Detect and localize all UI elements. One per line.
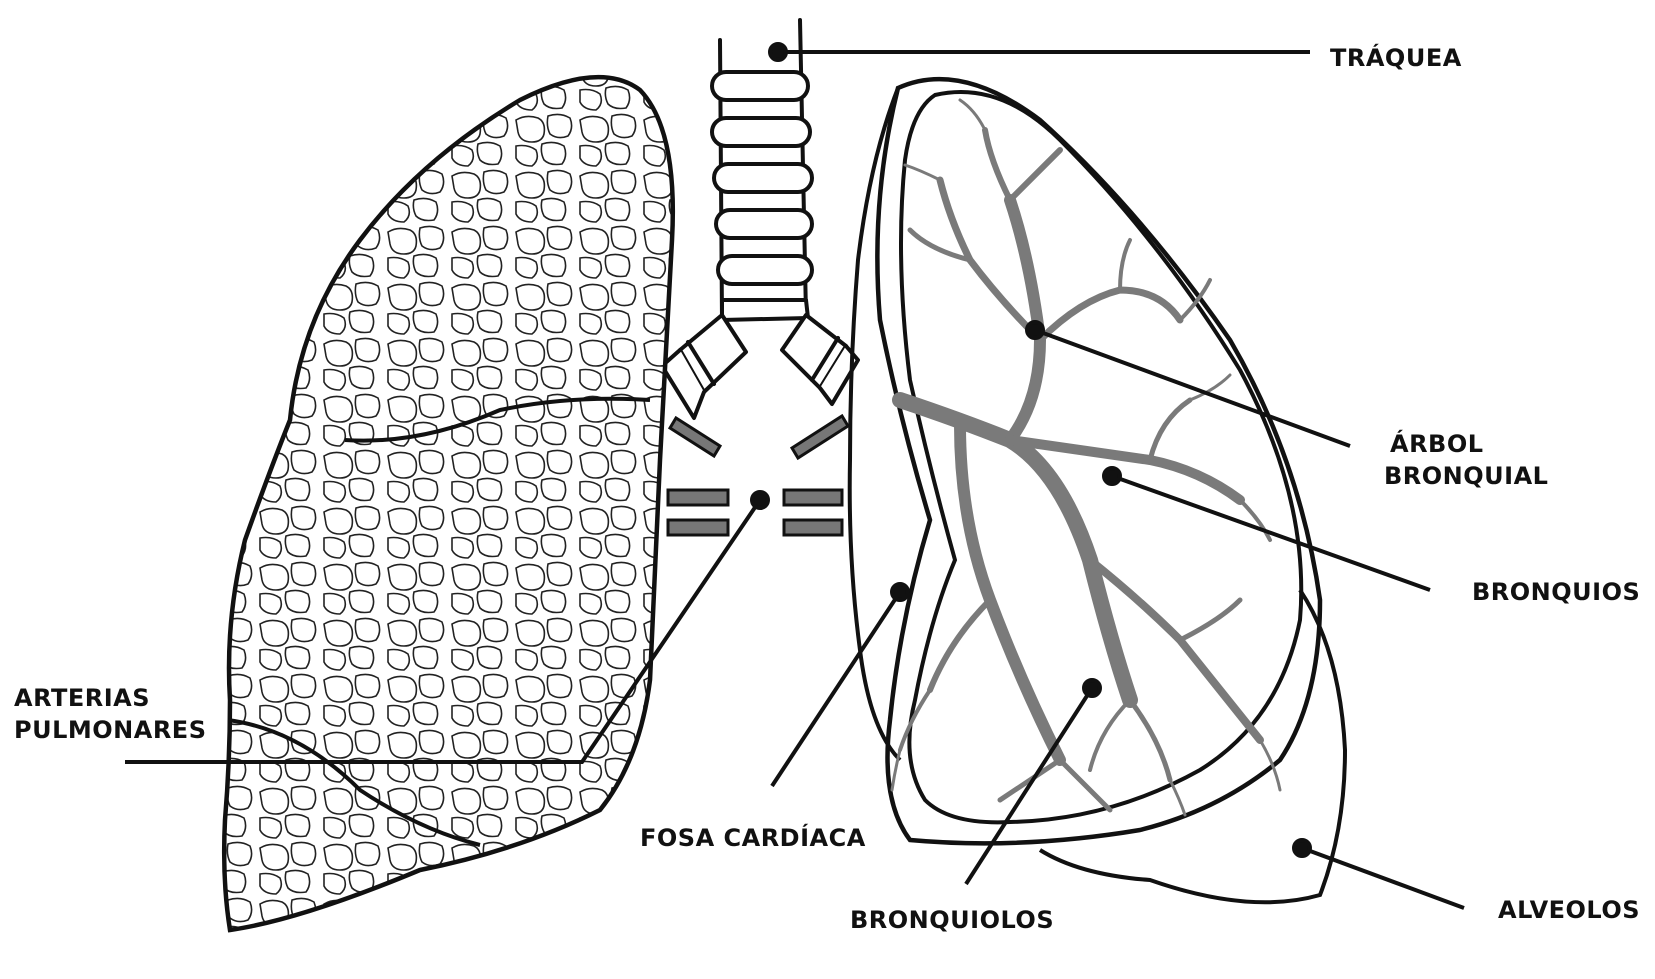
label-alveolos: ALVEOLOS xyxy=(1498,896,1640,924)
labels: TRÁQUEA ÁRBOL BRONQUIAL BRONQUIOS ARTERI… xyxy=(14,43,1640,934)
label-arbol-line2: BRONQUIAL xyxy=(1384,462,1548,490)
label-traquea: TRÁQUEA xyxy=(1330,43,1462,72)
bronchial-tree xyxy=(890,98,1282,817)
label-arterias-line2: PULMONARES xyxy=(14,716,206,744)
label-bronquios: BRONQUIOS xyxy=(1472,578,1640,606)
leader-lines xyxy=(125,42,1465,910)
right-lung xyxy=(847,76,1348,905)
label-arbol-line1: ÁRBOL xyxy=(1390,429,1484,458)
label-fosa: FOSA CARDÍACA xyxy=(640,823,866,852)
left-lung xyxy=(221,74,676,933)
trachea xyxy=(660,18,860,420)
label-bronquiolos: BRONQUIOLOS xyxy=(850,906,1054,934)
pulmonary-vessels xyxy=(666,413,851,537)
label-arterias-line1: ARTERIAS xyxy=(14,684,150,712)
